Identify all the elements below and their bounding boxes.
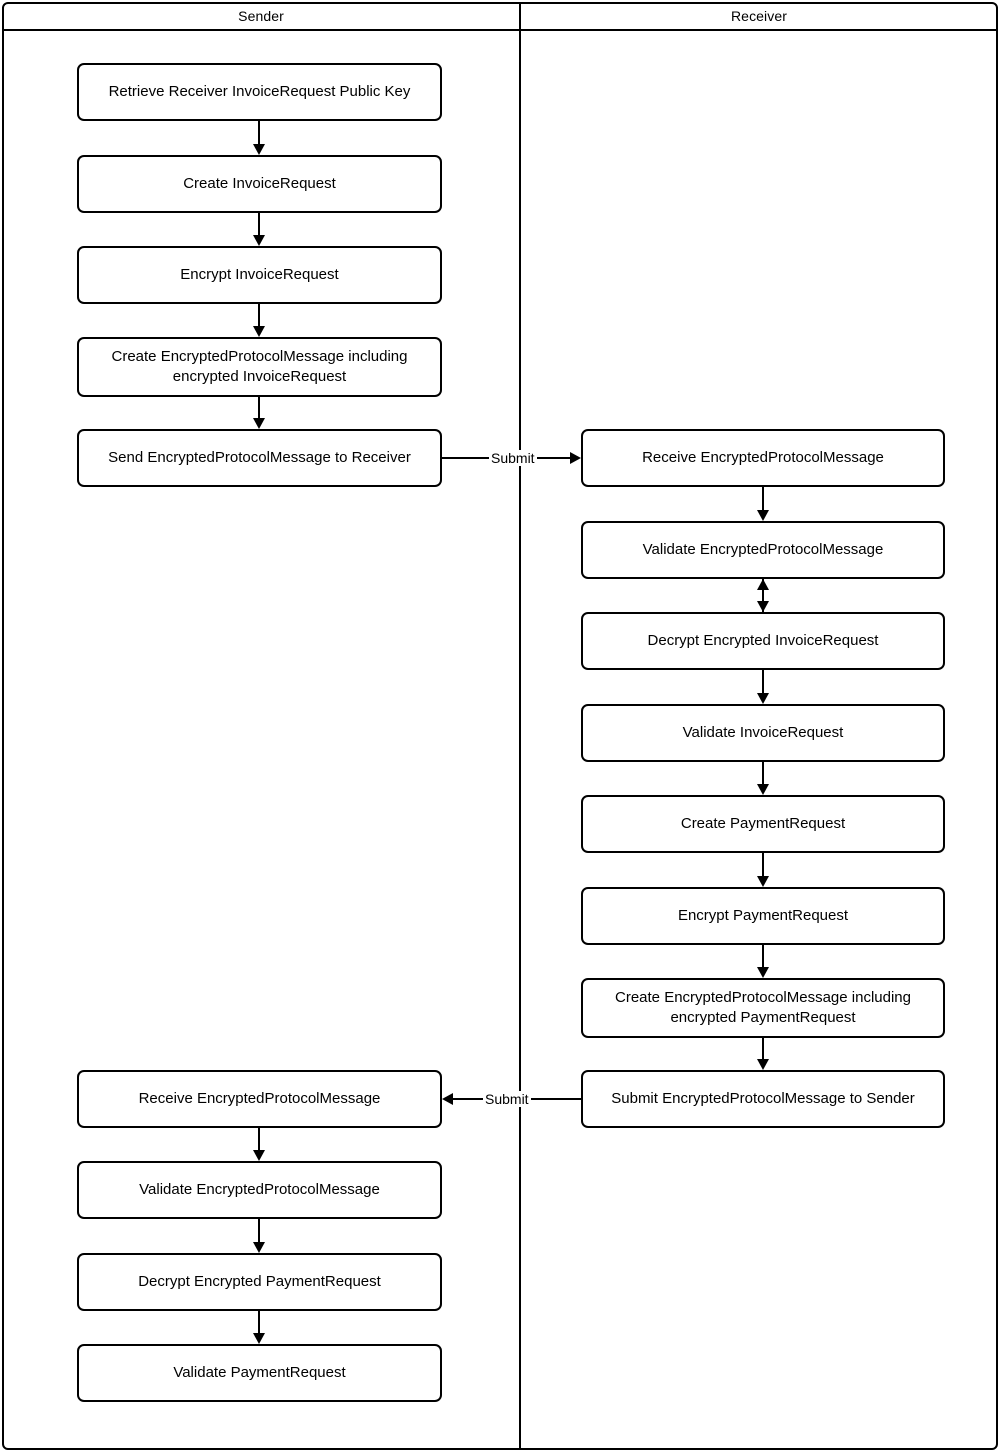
connector-s4-s5 [258, 397, 260, 418]
arrowhead-r3-to-r2 [757, 579, 769, 590]
arrowhead-r4-r5 [757, 784, 769, 795]
arrowhead-r7-r8 [757, 1059, 769, 1070]
connector-s1-s2 [258, 121, 260, 144]
lane-divider [519, 2, 521, 1450]
lane-header-row: Sender Receiver [2, 2, 998, 31]
node-sender-receive-encryptedprotocolmessage[interactable]: Receive EncryptedProtocolMessage [77, 1070, 442, 1128]
connector-s8-s9 [258, 1311, 260, 1333]
arrowhead-s7-s8 [253, 1242, 265, 1253]
arrowhead-submit-to-sender [442, 1093, 453, 1105]
node-sender-validate-encryptedprotocolmessage[interactable]: Validate EncryptedProtocolMessage [77, 1161, 442, 1219]
node-validate-invoicerequest[interactable]: Validate InvoiceRequest [581, 704, 945, 762]
connector-s3-s4 [258, 304, 260, 326]
arrowhead-s3-s4 [253, 326, 265, 337]
node-create-paymentrequest[interactable]: Create PaymentRequest [581, 795, 945, 853]
node-create-encryptedprotocolmessage-paymentrequest[interactable]: Create EncryptedProtocolMessage includin… [581, 978, 945, 1038]
arrowhead-s4-s5 [253, 418, 265, 429]
node-create-invoicerequest[interactable]: Create InvoiceRequest [77, 155, 442, 213]
node-retrieve-receiver-invoicerequest-public-key[interactable]: Retrieve Receiver InvoiceRequest Public … [77, 63, 442, 121]
connector-r3-r4 [762, 670, 764, 693]
lane-header-sender: Sender [238, 7, 284, 24]
arrowhead-s1-s2 [253, 144, 265, 155]
connector-s7-s8 [258, 1219, 260, 1242]
arrowhead-s6-s7 [253, 1150, 265, 1161]
arrowhead-r6-r7 [757, 967, 769, 978]
node-encrypt-paymentrequest[interactable]: Encrypt PaymentRequest [581, 887, 945, 945]
node-encrypt-invoicerequest[interactable]: Encrypt InvoiceRequest [77, 246, 442, 304]
arrowhead-submit-to-receiver [570, 452, 581, 464]
node-submit-encryptedprotocolmessage-to-sender[interactable]: Submit EncryptedProtocolMessage to Sende… [581, 1070, 945, 1128]
node-decrypt-encrypted-invoicerequest[interactable]: Decrypt Encrypted InvoiceRequest [581, 612, 945, 670]
arrowhead-s2-s3 [253, 235, 265, 246]
node-validate-paymentrequest[interactable]: Validate PaymentRequest [77, 1344, 442, 1402]
node-receiver-validate-encryptedprotocolmessage[interactable]: Validate EncryptedProtocolMessage [581, 521, 945, 579]
lane-header-receiver: Receiver [730, 7, 788, 24]
connector-r7-r8 [762, 1038, 764, 1059]
node-decrypt-encrypted-paymentrequest[interactable]: Decrypt Encrypted PaymentRequest [77, 1253, 442, 1311]
arrowhead-r5-r6 [757, 876, 769, 887]
connector-r2-r3-bidirectional [762, 579, 764, 612]
edge-label-submit-2: Submit [483, 1091, 531, 1107]
arrowhead-r2-to-r3 [757, 601, 769, 612]
node-send-encryptedprotocolmessage-to-receiver[interactable]: Send EncryptedProtocolMessage to Receive… [77, 429, 442, 487]
connector-s2-s3 [258, 213, 260, 235]
node-create-encryptedprotocolmessage-invoicerequest[interactable]: Create EncryptedProtocolMessage includin… [77, 337, 442, 397]
connector-r6-r7 [762, 945, 764, 967]
connector-s6-s7 [258, 1128, 260, 1150]
connector-r1-r2 [762, 487, 764, 510]
connector-r5-r6 [762, 853, 764, 876]
arrowhead-r1-r2 [757, 510, 769, 521]
node-receiver-receive-encryptedprotocolmessage[interactable]: Receive EncryptedProtocolMessage [581, 429, 945, 487]
edge-label-submit-1: Submit [489, 450, 537, 466]
connector-r4-r5 [762, 762, 764, 784]
arrowhead-s8-s9 [253, 1333, 265, 1344]
arrowhead-r3-r4 [757, 693, 769, 704]
